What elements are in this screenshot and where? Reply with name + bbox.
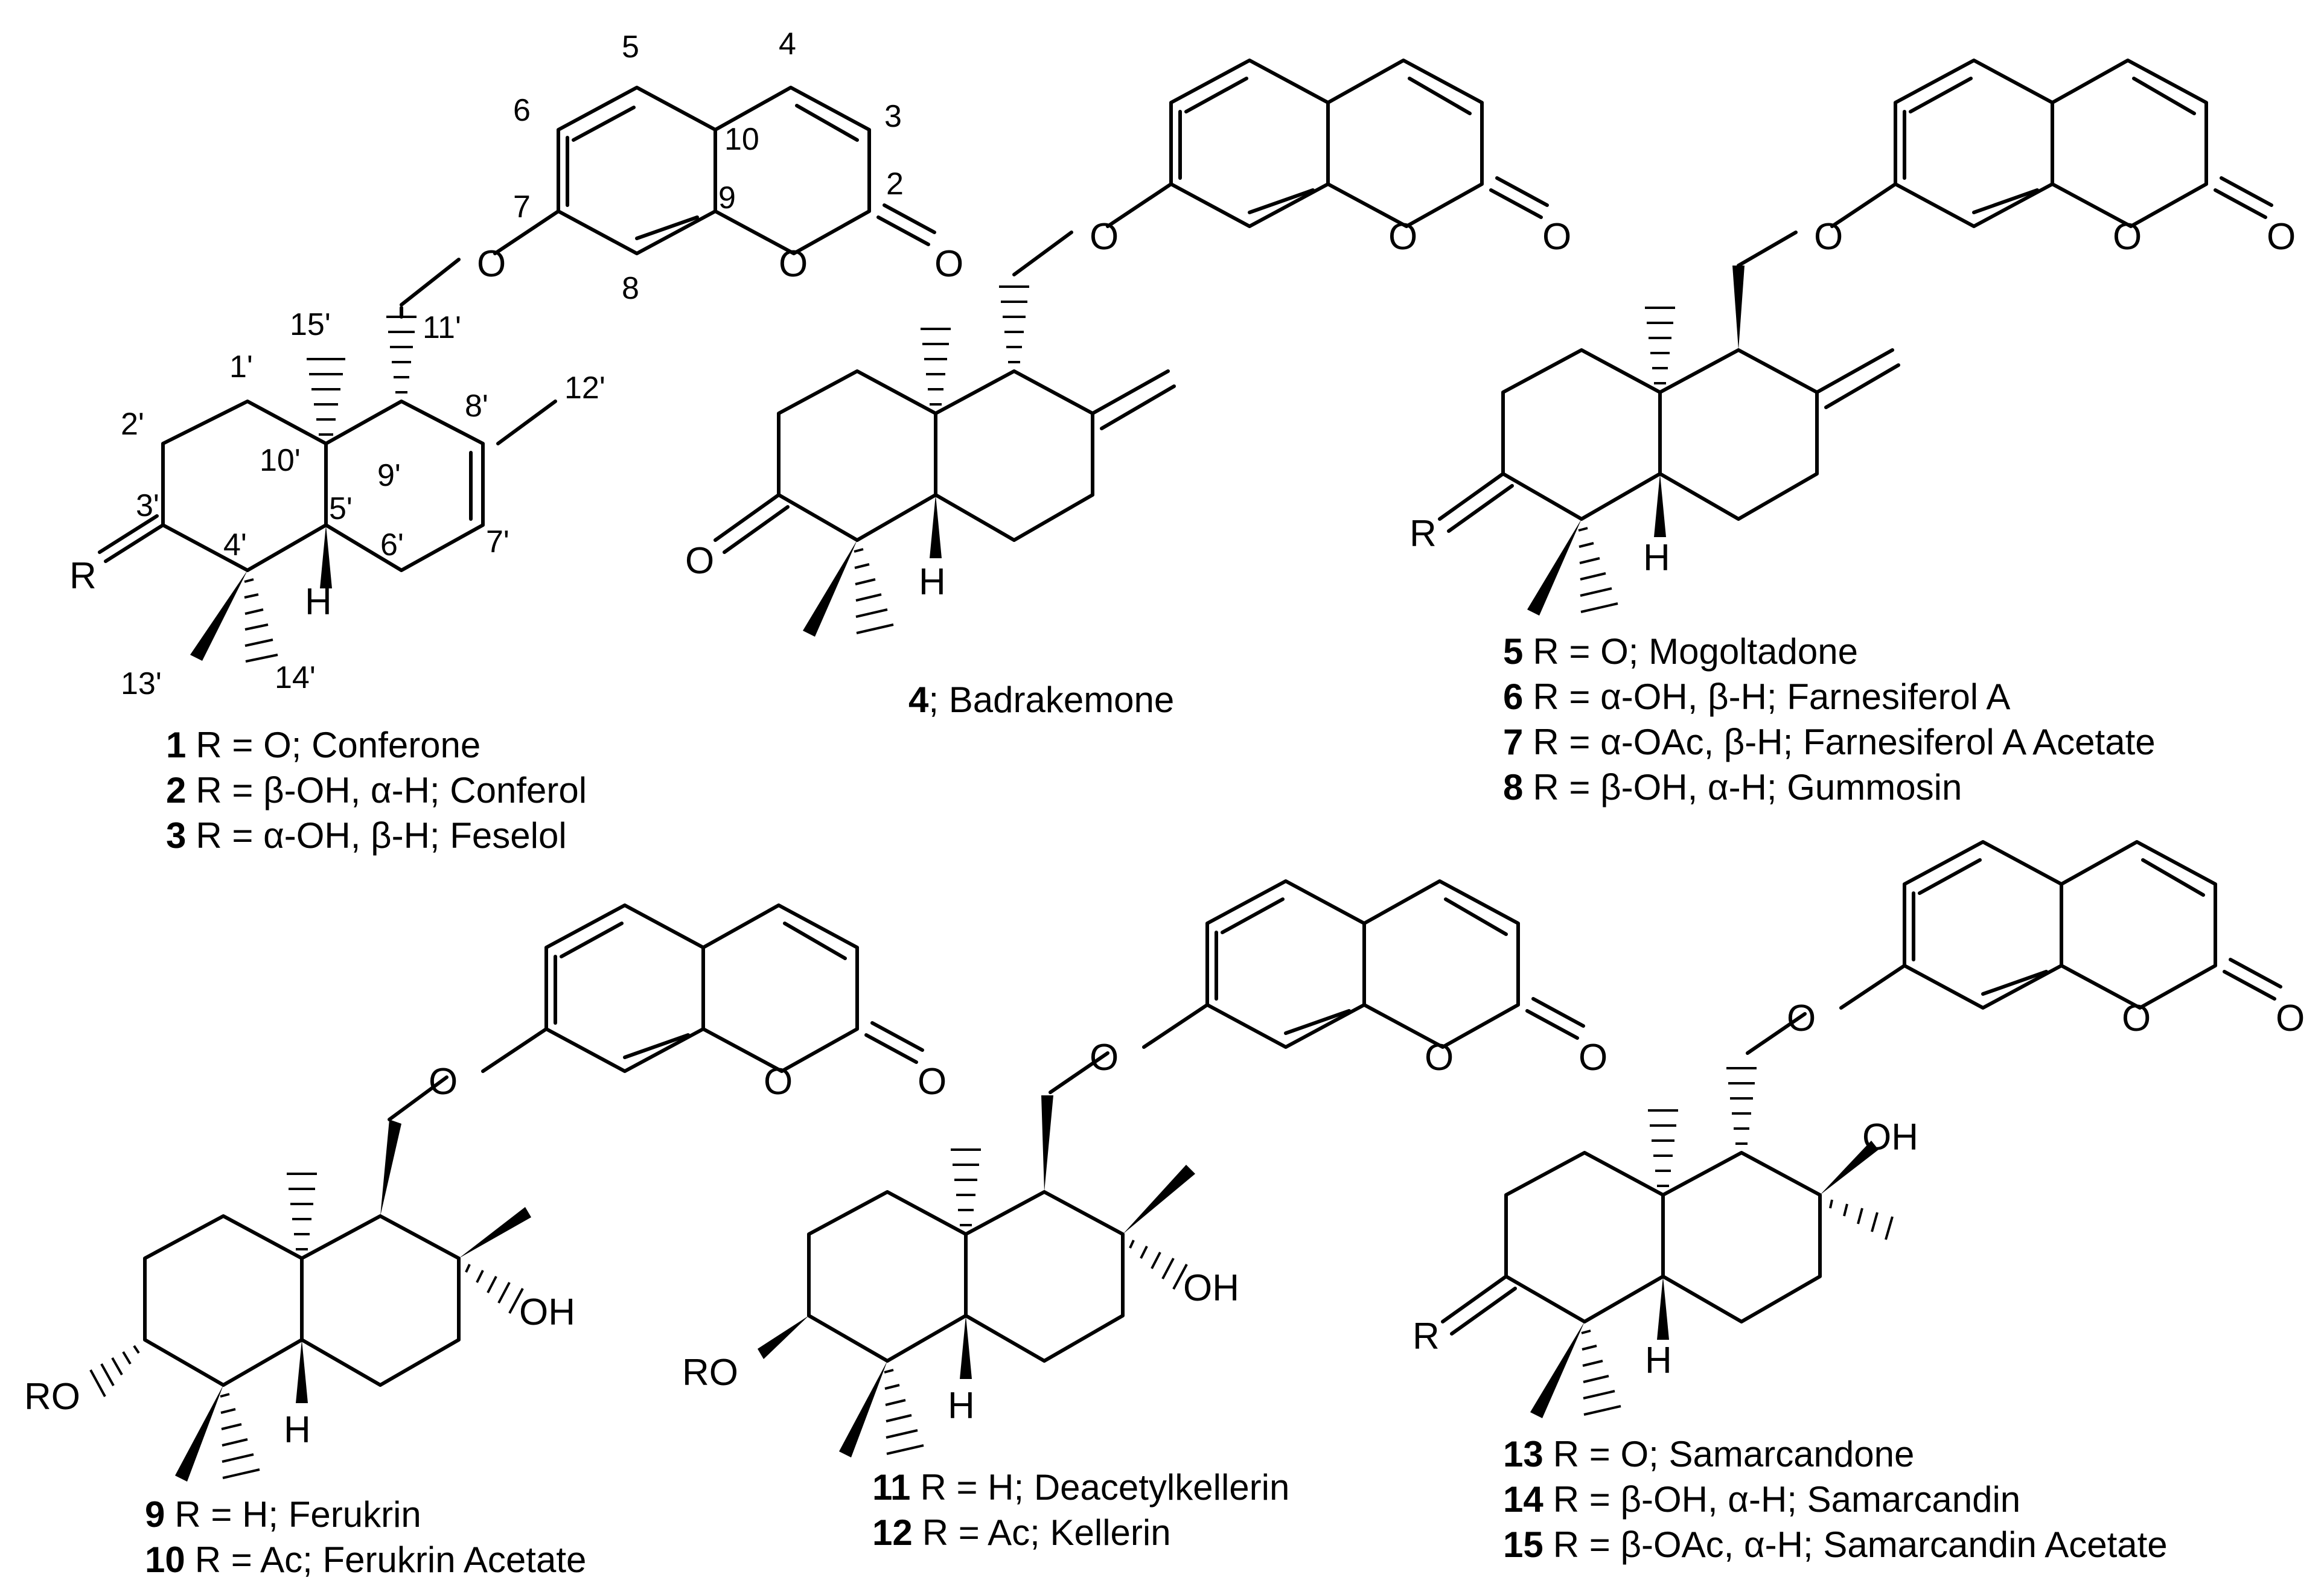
atom-o-ring-5: O [2113,216,2142,258]
atom-oh-11: OH [1183,1267,1239,1309]
label-7p: 7' [486,524,509,559]
label-8p: 8' [465,389,488,424]
label-5: 5 [622,30,639,65]
label-8: 8 [622,271,639,306]
label-13p: 13' [121,666,162,701]
structure-conferone: O O O R H 5 4 6 3 10 2 7 9 8 15' 11' 1' … [69,27,963,856]
atom-r-13: R [1413,1316,1440,1357]
atom-o-ring: O [779,243,808,285]
label-10: 10 [724,122,759,157]
caption-4: 4; Badrakemone [908,680,1174,720]
label-6p: 6' [380,527,404,562]
atom-o-ketone-4: O [685,540,714,582]
label-11p: 11' [423,310,461,345]
label-4p: 4' [223,527,247,562]
label-10p: 10' [260,443,301,478]
atom-o-carbonyl-13: O [2276,998,2305,1039]
label-3p: 3' [136,488,159,523]
atom-h-4: H [919,561,946,603]
coumarin-1 [400,86,936,307]
atom-oh-13: OH [1862,1116,1918,1158]
atom-o-ring-4: O [1388,216,1417,258]
atom-o-ether-9: O [429,1061,458,1103]
atom-o-carbonyl-11: O [1579,1037,1607,1078]
atom-o-ether: O [477,243,506,285]
label-2: 2 [886,167,904,202]
atom-h-11: H [948,1385,975,1427]
atom-o-ether-11: O [1090,1037,1119,1078]
label-6: 6 [513,93,531,128]
label-1p: 1' [229,349,253,384]
atom-o-carbonyl-9: O [918,1061,947,1103]
atom-r: R [69,555,97,597]
structure-badrakemone: O O O O H 4; Badrakemone [685,59,1571,720]
atom-o-ether-5: O [1814,216,1843,258]
atom-o-ether-13: O [1787,998,1816,1039]
label-14p: 14' [275,660,316,695]
label-3: 3 [884,99,902,134]
label-15p: 15' [290,307,331,342]
atom-o-ring-13: O [2122,998,2151,1039]
atom-o-carbonyl: O [934,243,963,285]
atom-o-ether-4: O [1090,216,1119,258]
label-7: 7 [513,189,531,225]
label-4: 4 [779,27,796,62]
atom-o-carbonyl-4: O [1542,216,1571,258]
atom-h-5: H [1643,537,1670,579]
atom-ro-9: RO [24,1376,80,1418]
atom-r-5: R [1409,513,1437,555]
atom-o-ring-9: O [764,1061,793,1103]
atom-h-9: H [284,1409,311,1451]
atom-o-carbonyl-5: O [2267,216,2296,258]
label-5p: 5' [329,491,353,526]
decalin-1 [98,306,557,663]
label-9: 9 [718,180,736,215]
atom-h: H [305,581,332,623]
label-12p: 12' [564,371,605,406]
label-9p: 9' [377,458,401,493]
atom-h-13: H [1645,1340,1672,1381]
atom-oh-9: OH [519,1291,575,1333]
label-2p: 2' [121,407,144,442]
atom-o-ring-11: O [1425,1037,1454,1078]
atom-ro-11: RO [682,1352,738,1393]
